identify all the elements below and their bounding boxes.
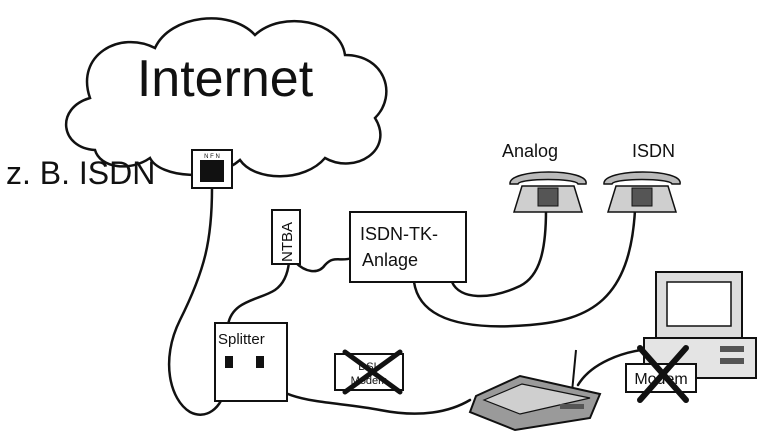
pc-icon (643, 271, 757, 379)
cable-ntba-to-pbx (293, 256, 354, 273)
isdn-socket-icon: N F N (191, 149, 233, 189)
cable-pbx-to-analog-phone (450, 208, 548, 298)
pc-modem-box: Modem (625, 345, 697, 403)
ntba-label: NTBA (279, 222, 296, 262)
phone-isdn-label: ISDN (632, 141, 675, 161)
pbx-label-line1: ISDN-TK- (360, 224, 438, 244)
cable-pbx-to-isdn-phone (412, 208, 637, 328)
internet-cloud: Internet (64, 17, 388, 178)
pc-modem-cross-icon (637, 345, 689, 403)
dsl-modem-cross-icon (342, 349, 403, 395)
isdn-phone-icon (603, 171, 681, 213)
phone-analog-label: Analog (502, 141, 558, 161)
dsl-router-icon (468, 349, 602, 432)
pbx-box: ISDN-TK- Anlage (349, 211, 467, 283)
dsl-modem-box: DSL Modem (334, 349, 404, 395)
pbx-label-line2: Anlage (362, 250, 418, 270)
analog-phone-icon (509, 171, 587, 213)
ntba-box: NTBA (271, 209, 301, 265)
splitter-label: Splitter (218, 331, 265, 348)
socket-letters: N F N (204, 154, 220, 160)
isdn-source-label: z. B. ISDN (6, 155, 155, 191)
splitter-box: Splitter (214, 322, 288, 402)
cable-isdn-to-splitter (167, 186, 228, 416)
cloud-label: Internet (137, 50, 314, 108)
cable-splitter-to-ntba (226, 260, 291, 327)
